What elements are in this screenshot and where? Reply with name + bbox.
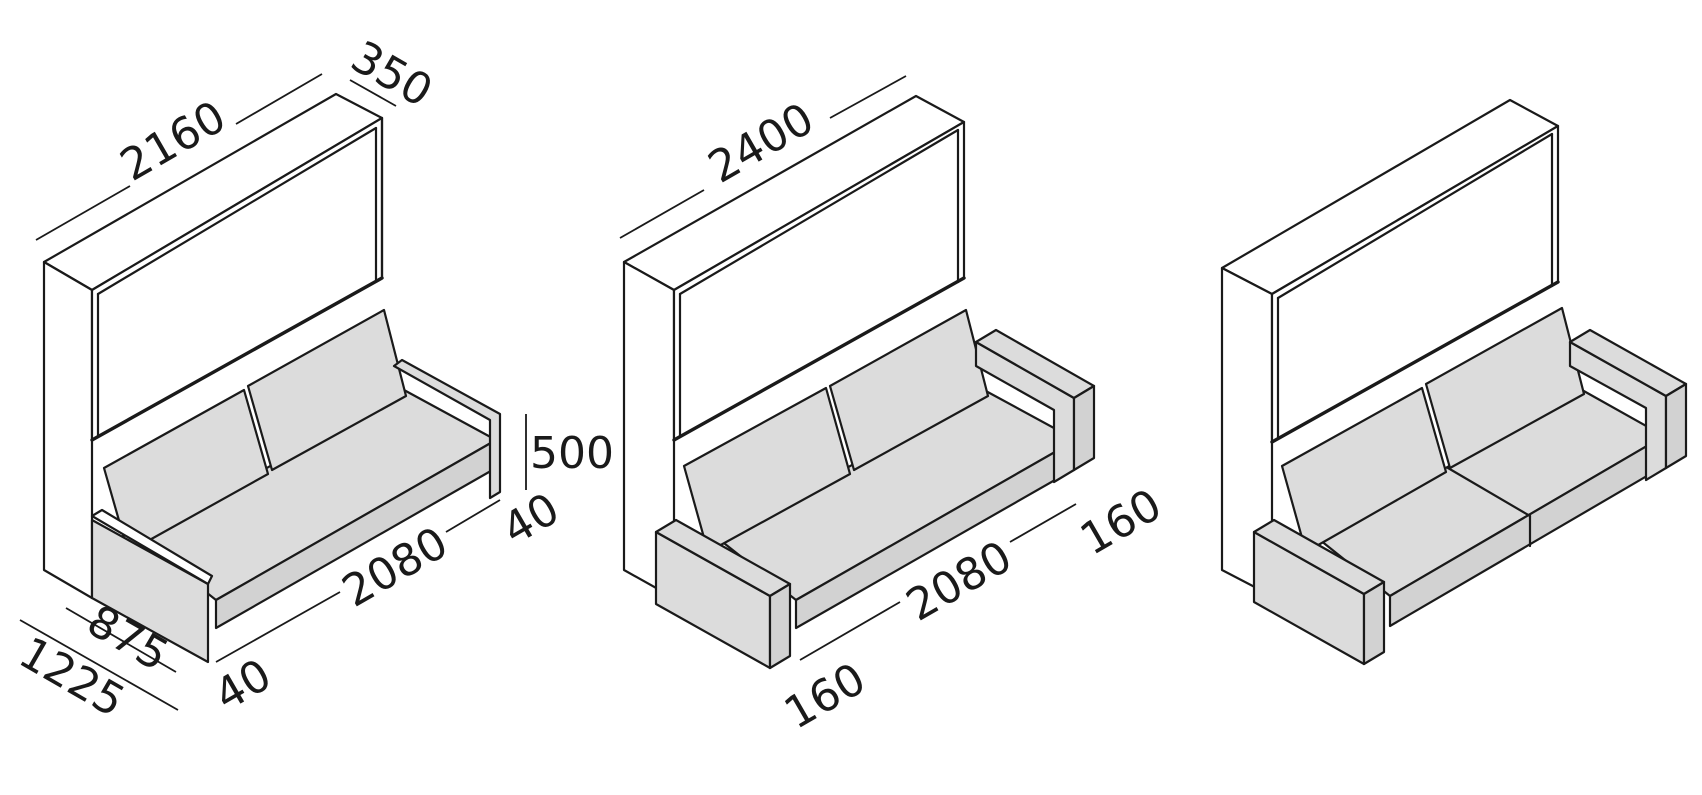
cabinet-panel-line <box>672 276 966 442</box>
arm-left-top <box>90 508 214 586</box>
arm-right-front <box>1664 382 1688 470</box>
arm-left-front <box>768 582 792 670</box>
cabinet-inner-edge <box>1276 132 1554 300</box>
dim-line-seat <box>215 591 341 663</box>
back-cushion-left <box>682 386 852 554</box>
back-cushion-left <box>1280 386 1448 554</box>
back-cushion-right <box>828 308 990 472</box>
arm-right <box>392 358 502 500</box>
wallbed-sofa-wide-arms: 2400 160 2080 160 <box>619 75 1170 740</box>
wallbed-sofa-split-seat <box>1220 98 1688 666</box>
dim-label-arm-left: 160 <box>776 653 874 739</box>
dim-line-top-width-2 <box>829 75 907 119</box>
back-cushion-right <box>1424 306 1586 470</box>
arm-right-front <box>1072 384 1096 472</box>
dim-line-seat-2 <box>445 499 501 533</box>
cabinet-panel-line <box>1270 280 1560 444</box>
cabinet-panel-line <box>90 276 384 442</box>
dim-label-arm-left: 40 <box>206 649 280 721</box>
dim-line-top-width <box>619 189 705 239</box>
arm-left <box>90 518 210 664</box>
dim-line-depth <box>349 79 397 107</box>
dim-line-total-depth <box>19 619 179 711</box>
dim-line-top-width-2 <box>235 73 323 125</box>
wallbed-sofa-narrow-arms: 2160 350 500 40 2080 40 875 1225 <box>11 31 614 727</box>
dim-label-height: 500 <box>530 428 614 479</box>
cabinet-inner-edge <box>96 126 378 296</box>
arm-left-front <box>1362 580 1386 666</box>
dim-line-top-width <box>35 185 131 241</box>
cabinet-side <box>42 260 94 600</box>
dim-line-seat <box>799 601 901 661</box>
back-cushion-right <box>246 308 408 472</box>
cabinet-inner-edge <box>678 128 960 296</box>
dim-line-seat-2 <box>1009 503 1077 543</box>
seat-split-line <box>1446 466 1532 518</box>
dim-line-seat-depth <box>65 607 177 673</box>
dim-label-arm-right: 40 <box>494 483 568 555</box>
dim-label-arm-right: 160 <box>1072 479 1170 565</box>
